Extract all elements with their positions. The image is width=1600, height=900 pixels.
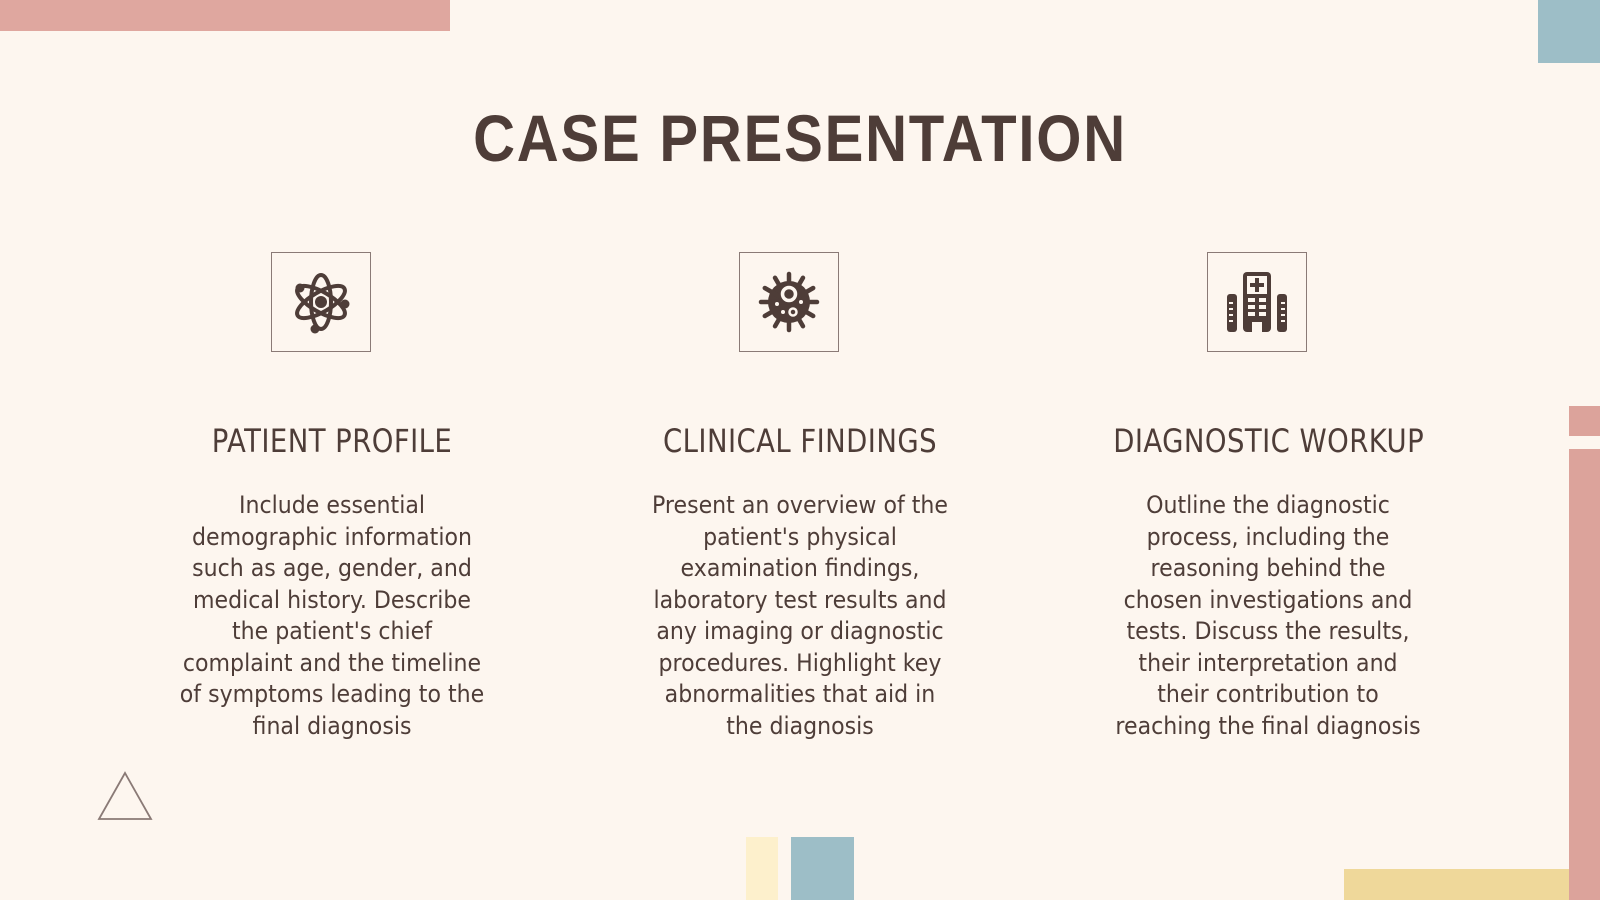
triangle-outline-icon (97, 771, 153, 820)
icon-frame (1207, 252, 1307, 352)
column-heading: PATIENT PROFILE (211, 422, 453, 460)
decorative-blue-square (1538, 0, 1600, 63)
decorative-blue-block (791, 837, 854, 900)
decorative-pink-bar (0, 0, 450, 31)
column-heading: CLINICAL FINDINGS (662, 422, 938, 460)
column-clinical-findings: CLINICAL FINDINGS Present an overview of… (620, 252, 980, 742)
hospital-icon (1227, 272, 1287, 332)
column-body-text: Include essential demographic informatio… (179, 491, 485, 740)
decorative-pink-vertical-bar (1569, 449, 1600, 900)
column-patient-profile: PATIENT PROFILE Include essential demogr… (152, 252, 512, 742)
slide-title: CASE PRESENTATION (473, 101, 1127, 175)
column-body-text: Present an overview of the patient's phy… (651, 491, 949, 740)
decorative-cream-block (746, 837, 778, 900)
column-body-text: Outline the diagnostic process, includin… (1115, 491, 1421, 740)
decorative-pink-small-block (1569, 406, 1600, 436)
column-heading: DIAGNOSTIC WORKUP (1113, 422, 1425, 460)
column-diagnostic-workup: DIAGNOSTIC WORKUP Outline the diagnostic… (1088, 252, 1448, 742)
icon-frame (739, 252, 839, 352)
icon-frame (271, 252, 371, 352)
decorative-yellow-bar (1344, 869, 1569, 900)
atom-icon (295, 273, 350, 334)
virus-icon (758, 271, 820, 333)
